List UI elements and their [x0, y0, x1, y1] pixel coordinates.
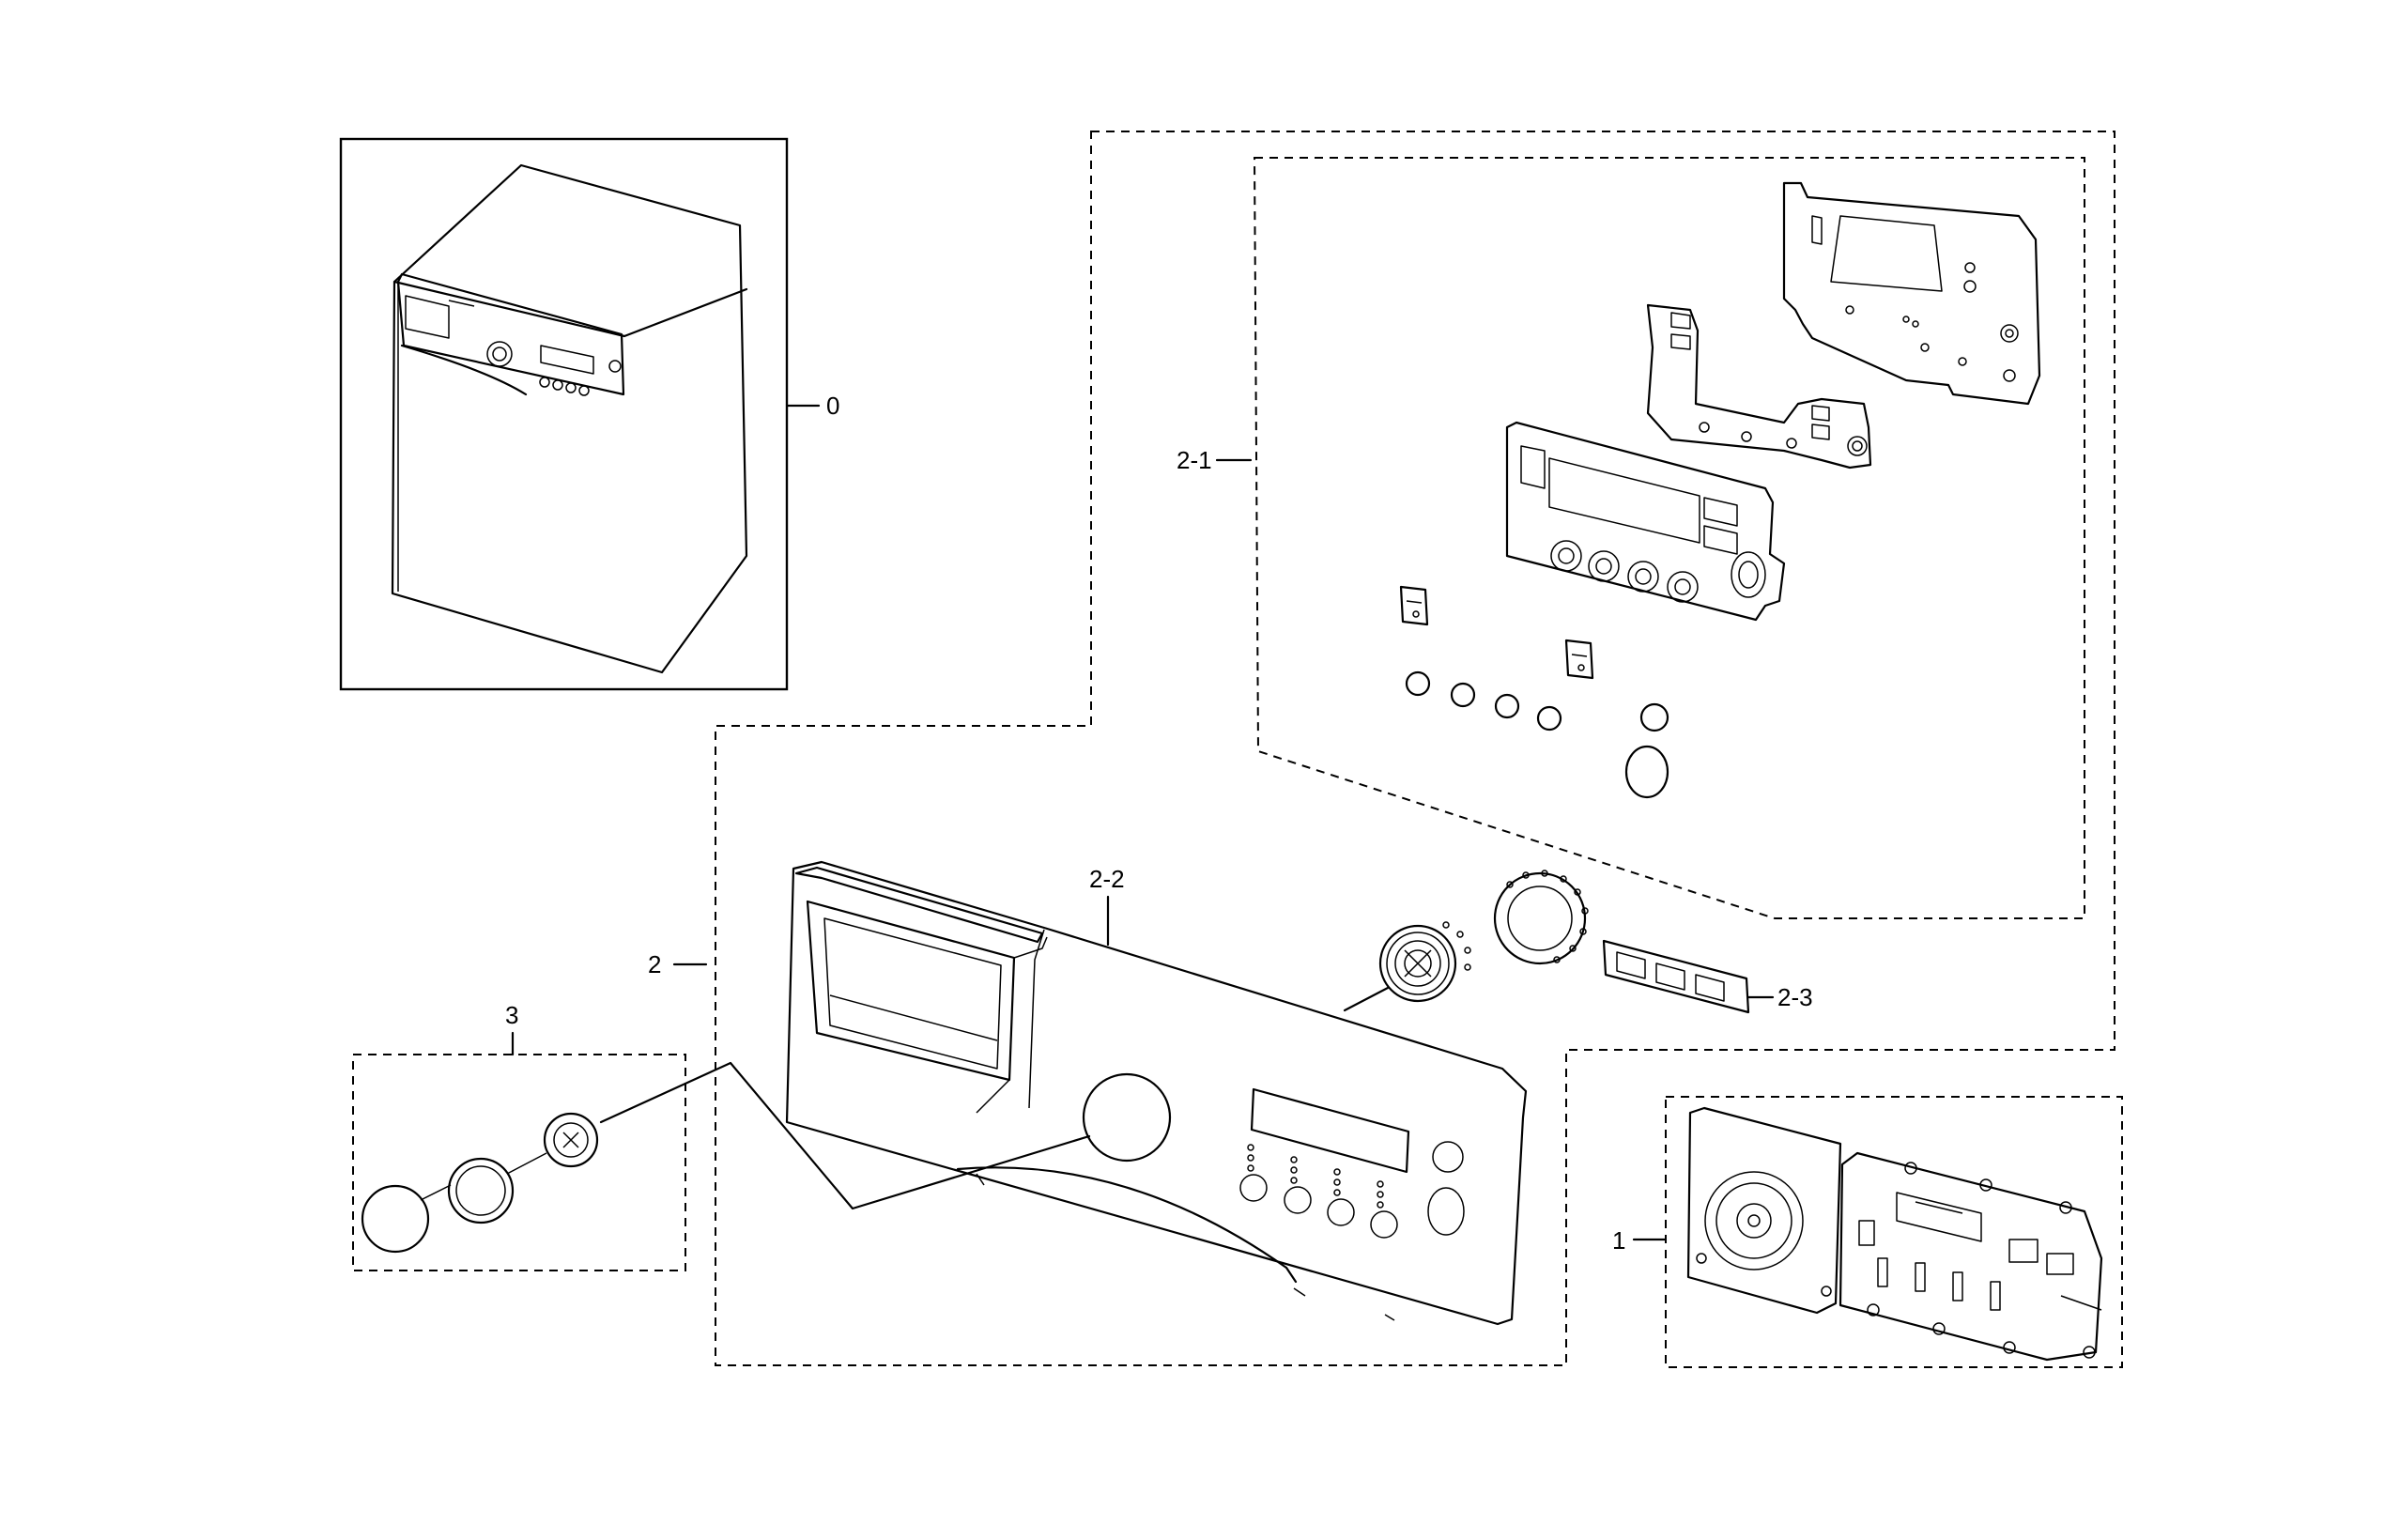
- callout-3-label: 3: [505, 1001, 518, 1029]
- group-2-boundary: 2: [648, 131, 2115, 1366]
- main-pcb: [1838, 1151, 2103, 1362]
- button-3: [1494, 693, 1520, 719]
- callout-1-label: 1: [1612, 1226, 1625, 1255]
- led-lens-strip: 2-3: [1602, 939, 1813, 1014]
- group-2-1-boundary: 2-1: [1177, 157, 2085, 919]
- button-1: [1405, 670, 1431, 697]
- callout-0-label: 0: [826, 392, 839, 420]
- button-2: [1450, 682, 1476, 708]
- rotary-knob-assembly: [1343, 921, 1471, 1012]
- push-buttons: [1405, 670, 1669, 799]
- encoder-board: [1686, 1106, 1842, 1315]
- group-3-leader: [599, 1061, 1091, 1210]
- frame-bracket: [1782, 181, 2041, 406]
- callout-2-1-label: 2-1: [1177, 446, 1212, 474]
- group-0-frame: [339, 137, 789, 691]
- group-0-appliance: 0: [339, 137, 839, 691]
- group-3-knob-parts: 3: [352, 1001, 686, 1271]
- detergent-drawer-opening: [806, 900, 1016, 1082]
- power-button: [1624, 745, 1669, 799]
- display-holder: [1505, 421, 1786, 622]
- group-1-frame: [1665, 1096, 2123, 1368]
- callout-2-label: 2: [648, 950, 661, 978]
- clip-right: [1564, 639, 1594, 680]
- knob-cap: [361, 1184, 430, 1254]
- knob-ring: [1493, 870, 1589, 965]
- callout-2-3-label: 2-3: [1777, 983, 1813, 1011]
- button-5: [1639, 702, 1669, 732]
- appliance-cabinet: [391, 163, 748, 674]
- callout-2-2-label: 2-2: [1089, 865, 1125, 893]
- button-4: [1536, 705, 1562, 732]
- dial-opening: [1082, 1072, 1172, 1163]
- knob-bezel: [447, 1157, 515, 1224]
- control-panel: 2-2: [785, 860, 1528, 1326]
- group-1-pcb-assembly: 1: [1612, 1096, 2123, 1368]
- support-bracket: [1646, 303, 1872, 470]
- display-window: [1250, 1087, 1410, 1174]
- clip-left: [1399, 585, 1429, 626]
- group-3-frame: [352, 1054, 686, 1271]
